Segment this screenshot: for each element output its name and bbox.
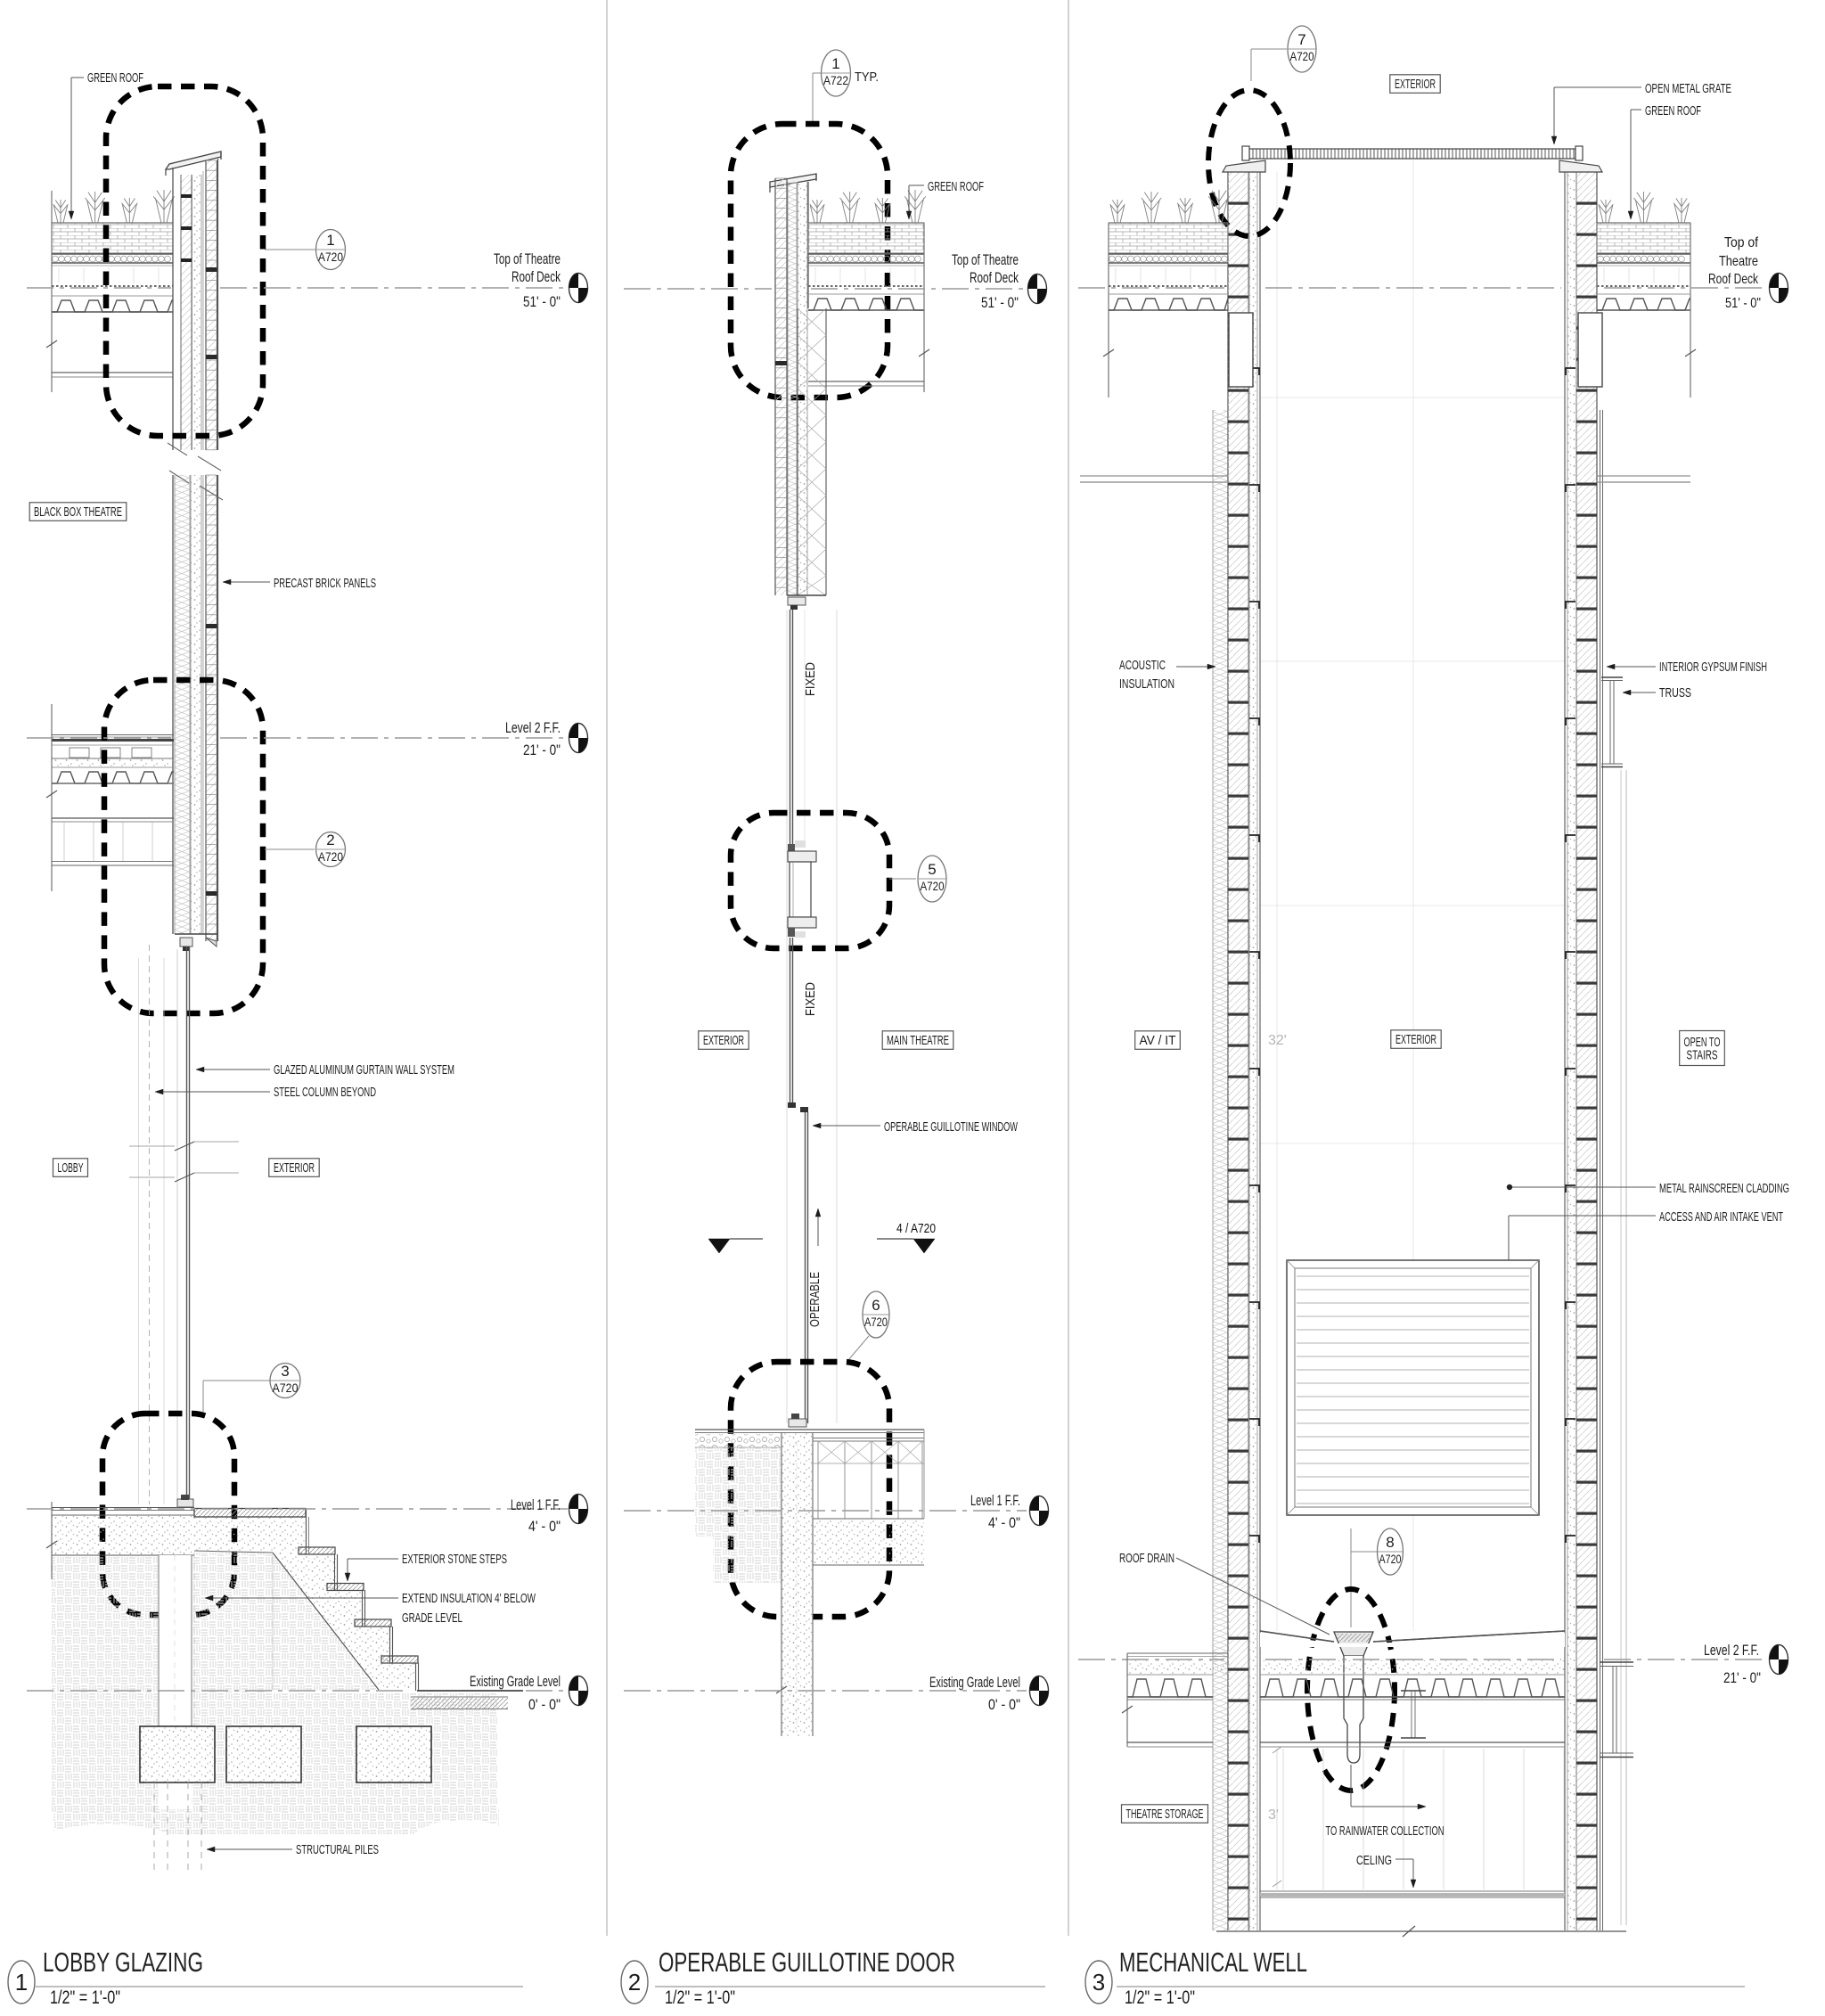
svg-text:2: 2 [326, 832, 334, 848]
svg-text:LOBBY: LOBBY [58, 1161, 84, 1176]
svg-text:OPERABLE GUILLOTINE DOOR: OPERABLE GUILLOTINE DOOR [659, 1946, 955, 1978]
svg-text:Top of Theatre: Top of Theatre [952, 251, 1019, 268]
svg-text:A720: A720 [1290, 50, 1314, 63]
svg-text:PRECAST BRICK PANELS: PRECAST BRICK PANELS [274, 576, 376, 591]
svg-text:GREEN ROOF: GREEN ROOF [1645, 103, 1701, 119]
svg-text:Existing Grade Level: Existing Grade Level [929, 1674, 1020, 1691]
svg-text:51' - 0": 51' - 0" [523, 293, 561, 310]
svg-text:CELING: CELING [1356, 1853, 1392, 1868]
svg-text:AV / IT: AV / IT [1140, 1034, 1176, 1048]
svg-text:51' - 0": 51' - 0" [981, 294, 1019, 311]
svg-text:TYP.: TYP. [855, 70, 879, 85]
svg-text:1/2" = 1'-0": 1/2" = 1'-0" [1125, 1987, 1195, 2008]
svg-text:STAIRS: STAIRS [1687, 1049, 1718, 1063]
svg-text:THEATRE STORAGE: THEATRE STORAGE [1126, 1807, 1204, 1822]
svg-text:MAIN THEATRE: MAIN THEATRE [887, 1034, 949, 1048]
svg-text:1: 1 [831, 55, 839, 72]
svg-text:6: 6 [872, 1297, 880, 1314]
svg-text:Top of: Top of [1724, 235, 1758, 250]
svg-text:3: 3 [1093, 1969, 1105, 1996]
svg-text:OPEN METAL GRATE: OPEN METAL GRATE [1645, 81, 1731, 96]
svg-text:BLACK BOX THEATRE: BLACK BOX THEATRE [34, 505, 122, 520]
svg-text:8: 8 [1386, 1534, 1394, 1551]
svg-text:STRUCTURAL PILES: STRUCTURAL PILES [296, 1842, 379, 1857]
svg-text:A720: A720 [318, 250, 343, 264]
svg-text:ROOF DRAIN: ROOF DRAIN [1119, 1551, 1174, 1566]
svg-text:Roof Deck: Roof Deck [1708, 272, 1759, 287]
svg-text:Level 2 F.F.: Level 2 F.F. [1704, 1642, 1759, 1659]
svg-text:GREEN ROOF: GREEN ROOF [87, 70, 143, 86]
svg-text:Level 2 F.F.: Level 2 F.F. [505, 719, 561, 736]
svg-text:4' - 0": 4' - 0" [988, 1514, 1020, 1531]
svg-text:2: 2 [628, 1969, 641, 1996]
svg-text:EXTEND INSULATION 4' BELOW: EXTEND INSULATION 4' BELOW [402, 1591, 536, 1606]
svg-text:A720: A720 [318, 850, 343, 864]
svg-text:7: 7 [1297, 31, 1305, 48]
svg-text:LOBBY GLAZING: LOBBY GLAZING [43, 1946, 203, 1978]
svg-text:MECHANICAL WELL: MECHANICAL WELL [1119, 1946, 1307, 1978]
svg-text:ACOUSTIC: ACOUSTIC [1119, 658, 1166, 673]
svg-text:GLAZED ALUMINUM GURTAIN WALL S: GLAZED ALUMINUM GURTAIN WALL SYSTEM [274, 1062, 454, 1078]
svg-text:OPEN TO: OPEN TO [1684, 1036, 1721, 1050]
svg-text:INSULATION: INSULATION [1119, 676, 1174, 692]
svg-text:5: 5 [928, 861, 936, 878]
svg-text:EXTERIOR: EXTERIOR [703, 1034, 744, 1048]
svg-text:EXTERIOR: EXTERIOR [1395, 1033, 1436, 1047]
svg-text:1: 1 [326, 232, 334, 249]
svg-text:21' - 0": 21' - 0" [523, 742, 561, 758]
svg-text:TRUSS: TRUSS [1659, 685, 1691, 701]
svg-text:A720: A720 [921, 880, 945, 893]
svg-text:Level 1 F.F.: Level 1 F.F. [970, 1492, 1020, 1509]
svg-text:A720: A720 [864, 1315, 888, 1329]
svg-text:Theatre: Theatre [1719, 254, 1758, 269]
svg-text:OPERABLE: OPERABLE [807, 1272, 822, 1327]
svg-text:EXTERIOR: EXTERIOR [1395, 78, 1436, 92]
svg-text:1/2" = 1'-0": 1/2" = 1'-0" [50, 1987, 120, 2008]
svg-text:Roof Deck: Roof Deck [511, 268, 561, 285]
svg-text:0' - 0": 0' - 0" [528, 1696, 561, 1713]
svg-text:4' - 0": 4' - 0" [528, 1518, 561, 1535]
svg-text:FIXED: FIXED [803, 662, 818, 696]
svg-text:STEEL COLUMN BEYOND: STEEL COLUMN BEYOND [274, 1085, 376, 1100]
svg-text:A720: A720 [273, 1381, 299, 1395]
svg-text:TO RAINWATER COLLECTION: TO RAINWATER COLLECTION [1326, 1823, 1444, 1839]
svg-text:INTERIOR GYPSUM FINISH: INTERIOR GYPSUM FINISH [1659, 660, 1767, 675]
svg-text:3': 3' [1268, 1807, 1279, 1823]
svg-text:21' - 0": 21' - 0" [1723, 1669, 1761, 1686]
svg-text:Existing Grade Level: Existing Grade Level [470, 1673, 561, 1690]
svg-text:0' - 0": 0' - 0" [988, 1696, 1020, 1713]
svg-text:Roof Deck: Roof Deck [970, 269, 1019, 286]
svg-text:A720: A720 [1379, 1553, 1402, 1566]
svg-text:1/2" = 1'-0": 1/2" = 1'-0" [665, 1987, 735, 2008]
svg-text:32': 32' [1268, 1033, 1287, 1048]
svg-text:ACCESS AND AIR INTAKE VENT: ACCESS AND AIR INTAKE VENT [1659, 1209, 1783, 1225]
svg-text:EXTERIOR: EXTERIOR [274, 1161, 315, 1176]
svg-text:4 / A720: 4 / A720 [896, 1221, 936, 1236]
svg-text:3: 3 [281, 1363, 289, 1380]
svg-text:OPERABLE GUILLOTINE WINDOW: OPERABLE GUILLOTINE WINDOW [884, 1119, 1019, 1135]
svg-text:METAL RAINSCREEN CLADDING: METAL RAINSCREEN CLADDING [1659, 1181, 1789, 1196]
svg-text:EXTERIOR STONE STEPS: EXTERIOR STONE STEPS [402, 1552, 507, 1567]
svg-text:A722: A722 [823, 74, 848, 87]
svg-text:1: 1 [15, 1969, 28, 1996]
svg-text:Level 1 F.F.: Level 1 F.F. [511, 1496, 561, 1513]
svg-text:FIXED: FIXED [803, 982, 818, 1016]
svg-text:Top of Theatre: Top of Theatre [494, 250, 561, 267]
svg-text:GRADE LEVEL: GRADE LEVEL [402, 1610, 462, 1626]
svg-text:GREEN ROOF: GREEN ROOF [928, 179, 984, 194]
svg-text:51' - 0": 51' - 0" [1725, 296, 1761, 311]
